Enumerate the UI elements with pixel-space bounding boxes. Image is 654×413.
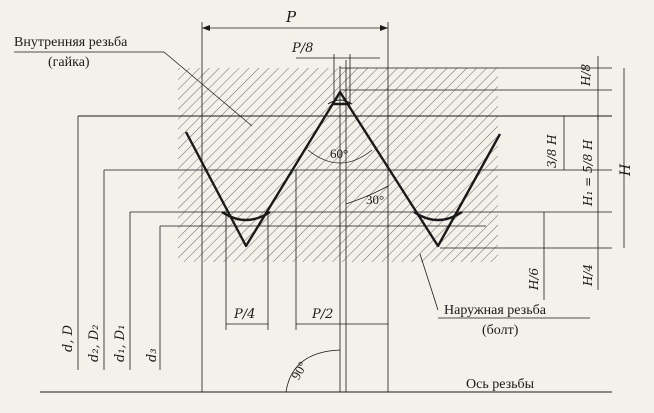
angle-90-label: 90° [288,359,310,382]
d3-label: d₃ [145,348,160,362]
p8-label: P/8 [291,41,313,56]
h8-label: H/8 [579,63,593,87]
angle-90-arc [285,349,341,393]
root-arc-right [413,210,463,222]
d-D-label: d, D [61,324,76,352]
pitch-label: P [285,8,297,26]
d2-D2-label: d₂, D₂ [87,325,102,362]
d1-D1-label: d₁, D₁ [113,325,128,362]
three-eighths-label: 3/8 H [545,134,559,168]
h4-label: H/4 [581,264,595,287]
thread-axis-label: Ось резьбы [466,377,535,392]
p2-label: P/2 [311,307,333,322]
external-thread-label-2: (болт) [482,323,519,338]
internal-thread-label-1: Внутренняя резьба [14,35,128,50]
external-thread-leader [419,253,439,311]
p4-label: P/4 [233,307,255,322]
internal-thread-label-2: (гайка) [48,55,90,70]
h1-label: H₁ = 5/8 H [581,139,595,207]
angle-60-label: 60° [330,146,348,161]
h-label: H [618,163,634,177]
pitch-arrow-right [380,25,388,31]
pitch-arrow-left [202,25,210,31]
angle-60-arc [307,149,373,164]
angle-30-label: 30° [366,192,384,207]
h6-label: H/6 [527,267,541,291]
angle-30-arc [345,185,389,205]
internal-thread-leader [163,51,253,127]
external-thread-label-1: Наружная резьба [444,303,547,318]
